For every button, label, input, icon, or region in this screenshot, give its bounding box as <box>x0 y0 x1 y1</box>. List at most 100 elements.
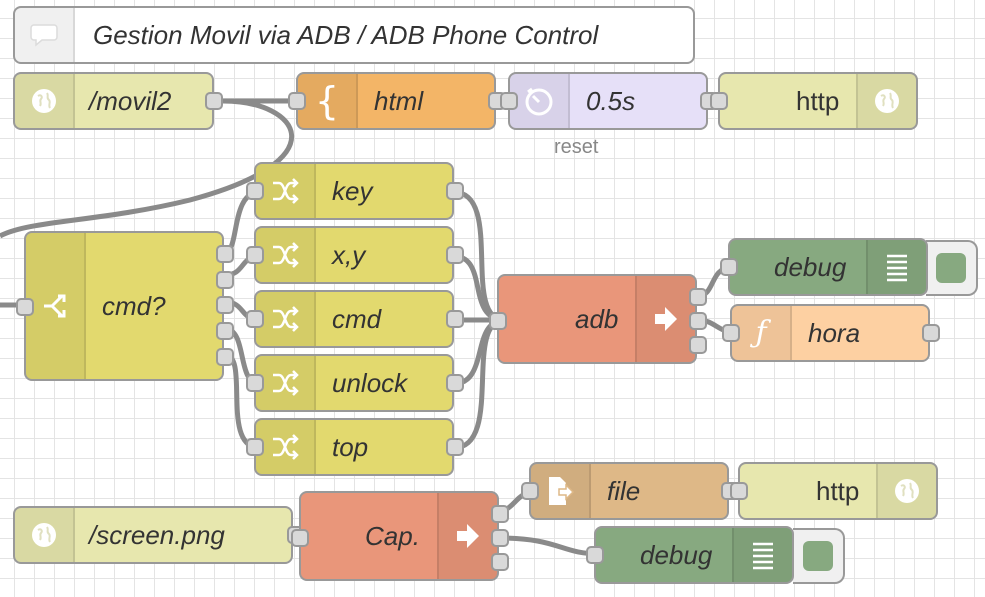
globe-icon <box>895 479 919 503</box>
input-port[interactable] <box>16 298 34 316</box>
change-node-top[interactable]: top <box>246 418 464 476</box>
shuffle-icon-area <box>256 356 316 410</box>
output-port[interactable] <box>446 182 464 200</box>
http-in-node-screen[interactable]: /screen.png <box>13 506 305 564</box>
template-node-html[interactable]: { html <box>288 72 506 130</box>
function-node-hora[interactable]: ƒ hora <box>722 304 940 362</box>
switch-node-cmd[interactable]: cmd? <box>16 231 234 381</box>
node-label: file <box>607 475 641 506</box>
wire[interactable] <box>0 98 295 239</box>
wire[interactable] <box>497 535 601 557</box>
input-port[interactable] <box>586 546 604 564</box>
output-port-stdout[interactable] <box>491 505 509 523</box>
http-in-node-movil2[interactable]: /movil2 <box>13 72 223 130</box>
shuffle-icon <box>273 370 299 396</box>
node-label: http <box>816 475 860 506</box>
exec-icon-area <box>437 493 497 579</box>
output-port-stdout[interactable] <box>689 288 707 306</box>
change-node-key[interactable]: key <box>246 162 464 220</box>
output-port-3[interactable] <box>216 296 234 314</box>
exec-icon-area <box>635 276 695 362</box>
change-node-unlock[interactable]: unlock <box>246 354 464 412</box>
shuffle-icon <box>273 242 299 268</box>
globe-icon-area <box>876 464 936 518</box>
input-port[interactable] <box>722 324 740 342</box>
output-port-rc[interactable] <box>491 553 509 571</box>
output-port[interactable] <box>446 438 464 456</box>
http-response-node-1[interactable]: http <box>710 72 918 130</box>
shuffle-icon-area <box>256 420 316 474</box>
node-label: cmd? <box>102 290 166 321</box>
node-label: /screen.png <box>89 519 225 550</box>
debug-toggle-button[interactable] <box>926 240 978 296</box>
list-icon-area <box>732 528 792 582</box>
input-port[interactable] <box>500 92 518 110</box>
timer-icon-area <box>510 74 570 128</box>
comment-label: Gestion Movil via ADB / ADB Phone Contro… <box>93 19 599 50</box>
globe-icon-area <box>15 508 75 562</box>
node-label: cmd <box>332 303 382 334</box>
input-port[interactable] <box>288 92 306 110</box>
list-icon <box>887 254 907 282</box>
switch-icon <box>44 294 66 318</box>
globe-icon <box>32 523 56 547</box>
output-port-stderr[interactable] <box>689 312 707 330</box>
brace-icon: { <box>314 79 340 123</box>
arrow-right-icon <box>457 524 479 548</box>
output-port-5[interactable] <box>216 348 234 366</box>
output-port-rc[interactable] <box>689 336 707 354</box>
exec-node-cap[interactable]: Cap. <box>291 491 509 581</box>
shuffle-icon-area <box>256 228 316 282</box>
shuffle-icon <box>273 434 299 460</box>
debug-node-1[interactable]: debug <box>720 238 928 296</box>
output-port-stderr[interactable] <box>491 529 509 547</box>
comment-node[interactable]: Gestion Movil via ADB / ADB Phone Contro… <box>13 6 695 64</box>
input-port[interactable] <box>246 246 264 264</box>
debug-toggle-indicator <box>936 253 966 283</box>
delay-node[interactable]: 0.5s <box>500 72 718 130</box>
node-label: top <box>332 431 369 462</box>
change-node-cmd[interactable]: cmd <box>246 290 464 348</box>
exec-node-adb[interactable]: adb <box>489 274 707 364</box>
input-port[interactable] <box>291 529 309 547</box>
input-port[interactable] <box>246 438 264 456</box>
http-response-node-2[interactable]: http <box>730 462 938 520</box>
output-port-1[interactable] <box>216 245 234 263</box>
output-port[interactable] <box>205 92 223 110</box>
shuffle-icon-area <box>256 292 316 346</box>
output-port[interactable] <box>446 310 464 328</box>
input-port[interactable] <box>246 374 264 392</box>
output-port-2[interactable] <box>216 271 234 289</box>
node-label: adb <box>575 303 619 334</box>
shuffle-icon-area <box>256 164 316 218</box>
shuffle-icon <box>273 178 299 204</box>
node-label: x,y <box>332 239 366 270</box>
input-port[interactable] <box>710 92 728 110</box>
output-port[interactable] <box>446 374 464 392</box>
list-icon <box>753 542 773 570</box>
globe-icon-area <box>15 74 75 128</box>
input-port[interactable] <box>730 482 748 500</box>
shuffle-icon <box>273 306 299 332</box>
node-label: unlock <box>332 367 408 398</box>
input-port[interactable] <box>246 310 264 328</box>
file-in-node[interactable]: file <box>521 462 739 520</box>
output-port[interactable] <box>922 324 940 342</box>
input-port[interactable] <box>246 182 264 200</box>
debug-toggle-button[interactable] <box>793 528 845 584</box>
node-label: 0.5s <box>586 85 636 116</box>
node-label: /movil2 <box>89 85 172 116</box>
input-port[interactable] <box>720 258 738 276</box>
speech-bubble-icon <box>30 24 58 47</box>
debug-node-2[interactable]: debug <box>586 526 794 584</box>
output-port-4[interactable] <box>216 322 234 340</box>
timer-icon <box>525 87 553 116</box>
switch-icon-area <box>26 233 86 379</box>
input-port[interactable] <box>521 482 539 500</box>
brace-icon-area: { <box>298 74 358 128</box>
function-icon-area: ƒ <box>732 306 792 360</box>
input-port[interactable] <box>489 312 507 330</box>
change-node-xy[interactable]: x,y <box>246 226 464 284</box>
debug-toggle-indicator <box>803 541 833 571</box>
output-port[interactable] <box>446 246 464 264</box>
